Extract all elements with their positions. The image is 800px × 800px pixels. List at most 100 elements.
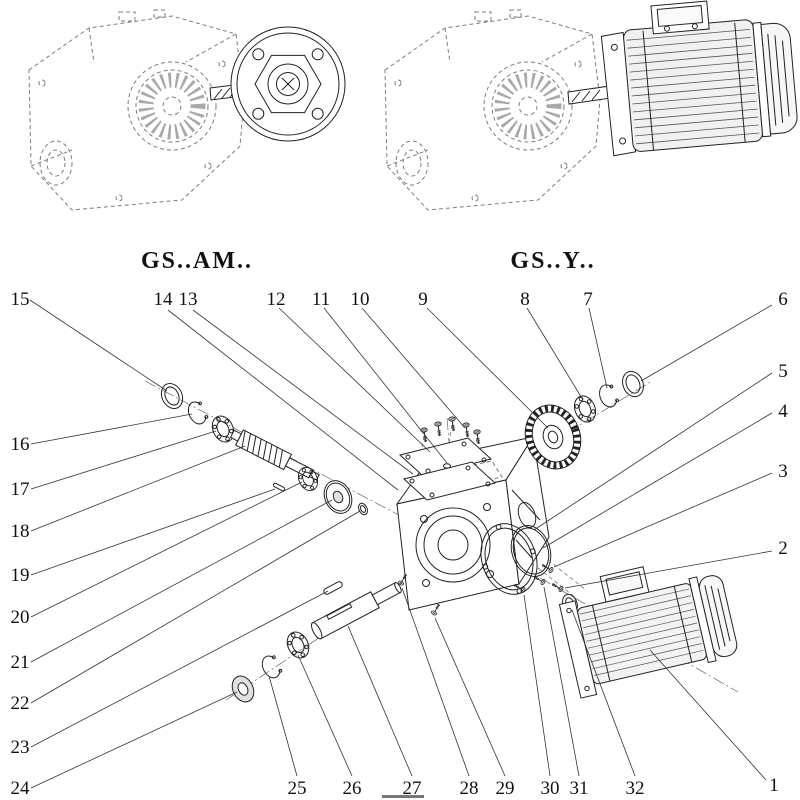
callout-9: 9 [418,289,428,310]
callout-2: 2 [778,538,788,559]
leader-10 [361,307,466,429]
leader-19 [30,488,276,576]
callout-13: 13 [179,289,198,310]
callout-14: 14 [154,289,174,310]
worm-shaft-chain [156,379,368,516]
output-shaft-chain [231,572,442,703]
callout-20: 20 [11,607,30,628]
output-shaft [310,582,402,640]
callout-28: 28 [460,778,479,799]
leader-17 [30,430,217,490]
callout-21: 21 [11,652,30,673]
leader-29 [434,617,506,777]
circlip [595,381,621,411]
cover-screw [448,416,458,432]
leader-5 [533,372,773,531]
leader-21 [30,499,333,663]
leader-7 [588,307,608,389]
cover-screw [462,422,472,438]
output-flange-ring [480,523,538,595]
callout-23: 23 [11,737,30,758]
leader-16 [30,413,193,445]
callout-11: 11 [312,289,330,310]
leader-15 [29,299,168,392]
helical-gear [524,404,582,470]
callout-6: 6 [778,289,788,310]
page-edge-mark [382,795,424,798]
ball-bearing [207,412,239,446]
shaft-seal [618,367,648,401]
callout-22: 22 [11,693,30,714]
motor-coupling-shaft [567,85,612,105]
key-pin [272,482,286,492]
cover-plate-assembly [398,416,497,501]
cover-gasket [402,461,497,501]
callout-12: 12 [267,289,286,310]
leader-30 [523,594,551,777]
leader-3 [553,472,773,568]
leader-2 [564,550,773,589]
leader-9 [426,307,549,429]
callout-24: 24 [11,778,31,799]
callout-4: 4 [778,401,788,422]
leader-28 [401,587,470,777]
exploded-view [144,367,739,703]
shaft-seal [156,379,188,413]
leader-31 [543,586,580,777]
leader-23 [30,590,329,748]
shaft-key [323,581,343,595]
leader-27 [347,625,413,777]
electric-motor-assembled [600,0,798,157]
part-callouts: 15 14 13 12 11 10 9 8 7 6 5 4 3 2 1 16 1… [11,289,789,799]
callout-31: 31 [570,778,589,799]
callout-30: 30 [541,778,560,799]
callout-3: 3 [778,461,788,482]
leader-1 [649,649,767,781]
fan-cowl [760,22,798,135]
leader-22 [30,510,361,704]
assembled-view-gs-y [385,0,798,210]
callout-8: 8 [520,289,530,310]
flange-and-shim [480,523,552,595]
leader-lines [29,299,773,789]
callout-29: 29 [496,778,515,799]
callout-26: 26 [343,778,362,799]
callout-10: 10 [351,289,370,310]
leader-24 [30,691,238,789]
leader-20 [30,481,303,618]
callout-19: 19 [11,565,30,586]
callout-15: 15 [11,289,30,310]
electric-motor-exploded [558,566,738,699]
callout-7: 7 [583,289,593,310]
callout-5: 5 [778,361,788,382]
callout-27: 27 [403,778,422,799]
leader-25 [268,675,298,777]
leader-12 [278,307,431,453]
callout-32: 32 [626,778,645,799]
worm-shaft [229,429,320,481]
model-label-gs-y: GS..Y.. [510,248,595,274]
callout-25: 25 [288,778,307,799]
callout-1: 1 [769,775,779,796]
output-gear-chain [524,367,648,470]
mounting-flange [230,26,346,142]
cover-screw [434,421,444,437]
leader-6 [640,304,773,382]
callout-18: 18 [11,521,30,542]
callout-16: 16 [11,434,30,455]
leader-32 [571,609,636,777]
spacer-ring [358,502,368,516]
circlip [258,652,284,682]
leader-8 [526,307,584,401]
leader-26 [297,654,353,777]
worm-gear-disc [323,480,353,514]
leader-14 [167,309,399,491]
leader-18 [30,445,246,532]
ball-bearing [282,627,314,663]
leader-13 [192,309,414,475]
terminal-box [650,0,710,35]
callout-17: 17 [11,479,30,500]
leader-11 [323,307,448,464]
